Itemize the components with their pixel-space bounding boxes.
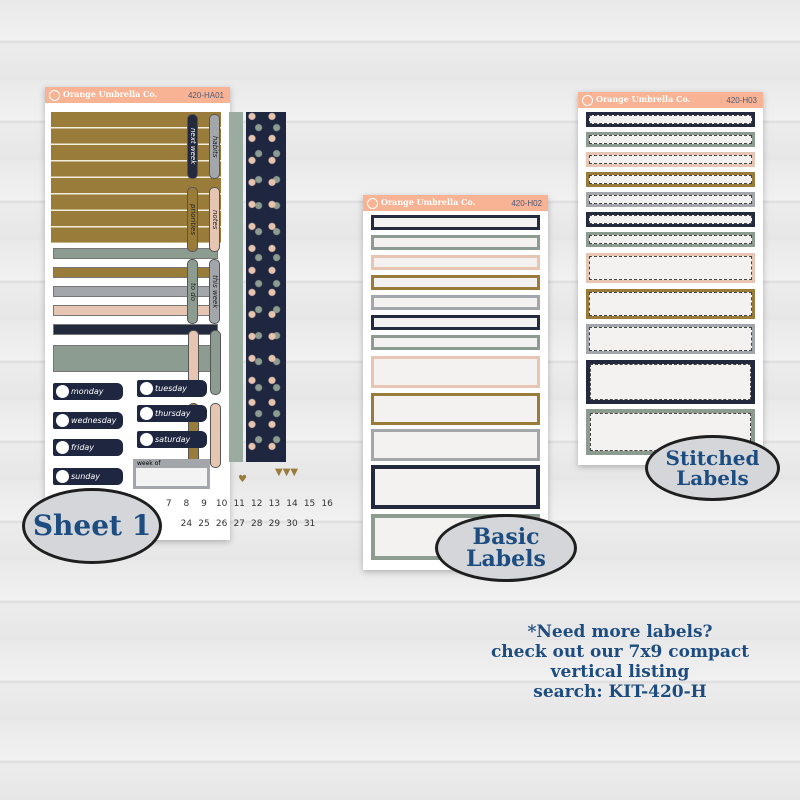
basic-label-large [371, 465, 540, 509]
day-wednesday: wednesday [53, 412, 123, 429]
day-thursday: thursday [137, 405, 207, 422]
label-next-week: next week [187, 114, 198, 179]
date: 30 [286, 519, 298, 529]
umbrella-logo-icon [367, 197, 378, 209]
sage-vertical-bar [210, 330, 221, 395]
sheet-code: 420-HA01 [187, 90, 224, 100]
badge-stitched-labels: Stitched Labels [645, 435, 780, 501]
basic-label [371, 255, 540, 270]
date: 12 [251, 499, 263, 509]
sheet-header: Orange Umbrella Co. 420-H02 [363, 195, 548, 211]
basic-label [371, 295, 540, 310]
date: 8 [183, 499, 190, 509]
stitched-label-large [586, 324, 755, 354]
date: 10 [215, 499, 228, 509]
basic-label [371, 335, 540, 350]
note-line: *Need more labels? [527, 622, 713, 642]
label-habits: habits [209, 114, 220, 179]
date: 27 [233, 519, 245, 529]
date: 9 [201, 499, 207, 509]
sage-strip [53, 248, 218, 259]
stitched-label [586, 212, 755, 227]
more-labels-note: *Need more labels? check out our 7x9 com… [455, 622, 785, 702]
label-this-week: this week [209, 259, 220, 324]
stitched-label [586, 112, 755, 127]
stitched-label [586, 152, 755, 167]
brand-name: Orange Umbrella Co. [63, 89, 158, 100]
date: 24 [180, 519, 193, 529]
date: 29 [268, 519, 281, 529]
basic-label [371, 315, 540, 330]
umbrella-logo-icon [49, 89, 60, 101]
sheet-code: 420-H02 [511, 198, 542, 208]
snowflake-washi [229, 112, 243, 462]
basic-label-large [371, 429, 540, 461]
label-priorities: priorities [187, 187, 198, 252]
basic-label-large [371, 356, 540, 388]
basic-label [371, 235, 540, 250]
stitched-label [586, 232, 755, 247]
date: 25 [198, 519, 210, 529]
sticker-sheet-basic: Orange Umbrella Co. 420-H02 [363, 195, 548, 570]
sheet-header: Orange Umbrella Co. 420-HA01 [45, 87, 230, 103]
brand-name: Orange Umbrella Co. [381, 197, 476, 208]
sticker-sheet-1: Orange Umbrella Co. 420-HA01 next week ha… [45, 87, 333, 540]
date-row-2: 24 25 26 27 28 29 30 31 [160, 519, 318, 529]
label-to-do: to do [187, 259, 198, 324]
stitched-label [586, 132, 755, 147]
sheet-code: 420-H03 [726, 95, 757, 105]
stitched-label-large [586, 253, 755, 283]
stitched-label-large [586, 289, 755, 319]
stitched-label-large [586, 360, 755, 404]
basic-label-large [371, 393, 540, 425]
date: 7 [165, 499, 172, 509]
date: 26 [215, 519, 228, 529]
bunting-icon: ▼▼▼ [275, 467, 299, 478]
stitched-label [586, 172, 755, 187]
umbrella-logo-icon [582, 94, 593, 106]
day-sunday: sunday [53, 468, 123, 485]
day-friday: friday [53, 439, 123, 456]
basic-label [371, 275, 540, 290]
note-line: vertical listing [550, 662, 690, 682]
note-line: search: KIT-420-H [533, 682, 707, 702]
badge-sheet-1: Sheet 1 [22, 488, 162, 564]
date-row-1: 7 8 9 10 11 12 13 14 15 16 [160, 499, 336, 509]
navy-strip [53, 324, 218, 335]
week-of-box: week of [133, 459, 210, 489]
stitched-label [586, 192, 755, 207]
winter-pattern-washi [246, 112, 286, 462]
date: 13 [268, 499, 281, 509]
date: 28 [251, 519, 263, 529]
date: 11 [233, 499, 245, 509]
week-of-label: week of [137, 460, 161, 467]
note-line: check out our 7x9 compact [490, 642, 750, 662]
label-notes: notes [209, 187, 220, 252]
sheet-header: Orange Umbrella Co. 420-H03 [578, 92, 763, 108]
pink-vertical-bar-2 [210, 403, 221, 468]
basic-label [371, 215, 540, 230]
day-saturday: saturday [137, 431, 207, 448]
date: 15 [303, 499, 316, 509]
date: 31 [303, 519, 316, 529]
date: 16 [321, 499, 333, 509]
badge-basic-labels: Basic Labels [435, 514, 577, 582]
date: 14 [286, 499, 298, 509]
day-tuesday: tuesday [137, 380, 207, 397]
day-monday: monday [53, 383, 123, 400]
brand-name: Orange Umbrella Co. [596, 94, 691, 105]
heart-icon: ♥ [238, 474, 247, 485]
sticker-sheet-stitched: Orange Umbrella Co. 420-H03 [578, 92, 763, 465]
